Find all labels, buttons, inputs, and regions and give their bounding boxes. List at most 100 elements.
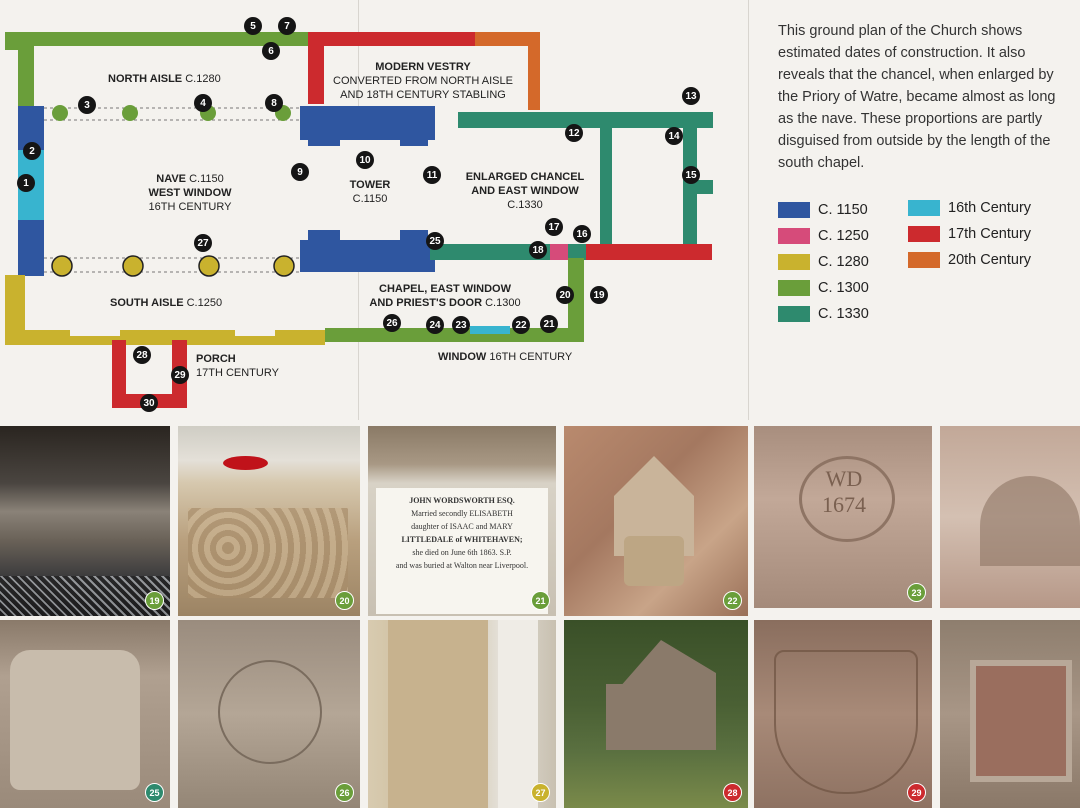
legend-swatch xyxy=(778,228,810,244)
label-chapel: CHAPEL, EAST WINDOW AND PRIEST'S DOOR C.… xyxy=(369,283,521,309)
plan-marker-12: 12 xyxy=(565,124,583,142)
legend-item: C. 1330 xyxy=(778,306,869,322)
plan-marker-19: 19 xyxy=(590,286,608,304)
plan-marker-14: 14 xyxy=(665,127,683,145)
plan-marker-6: 6 xyxy=(262,42,280,60)
pier xyxy=(52,105,68,121)
pier xyxy=(51,255,73,277)
pier xyxy=(198,255,220,277)
plan-marker-17: 17 xyxy=(545,218,563,236)
photo-number-badge: 23 xyxy=(907,583,926,602)
plan-marker-10: 10 xyxy=(356,151,374,169)
photo-number-badge: 29 xyxy=(907,783,926,802)
wall-south-aisle-west xyxy=(5,275,25,345)
plan-marker-11: 11 xyxy=(423,166,441,184)
date-legend: C. 1150 C. 1250 C. 1280 C. 1300 C. 1330 … xyxy=(778,198,1078,328)
chapel-window-16th xyxy=(470,326,510,334)
legend-swatch xyxy=(908,226,940,242)
plan-marker-16: 16 xyxy=(573,225,591,243)
photo-27: 27 xyxy=(368,620,556,808)
photo-number-badge: 28 xyxy=(723,783,742,802)
label-modern-vestry: MODERN VESTRY CONVERTED FROM NORTH AISLE… xyxy=(333,61,513,101)
photo-21: JOHN WORDSWORTH ESQ. Married secondly EL… xyxy=(368,426,556,616)
plan-marker-29: 29 xyxy=(171,366,189,384)
legend-item: C. 1150 xyxy=(778,202,868,218)
wall-porch xyxy=(112,340,126,408)
memorial-plaque: JOHN WORDSWORTH ESQ. Married secondly EL… xyxy=(376,488,548,614)
plan-marker-22: 22 xyxy=(512,316,530,334)
plan-marker-3: 3 xyxy=(78,96,96,114)
photo-25: 25 xyxy=(0,620,170,808)
legend-swatch xyxy=(908,200,940,216)
photo-19: 19 xyxy=(0,426,170,616)
pier xyxy=(122,255,144,277)
legend-swatch xyxy=(778,202,810,218)
label-enlarged-chancel: ENLARGED CHANCEL AND EAST WINDOW C.1330 xyxy=(465,171,585,211)
plan-marker-25: 25 xyxy=(426,232,444,250)
plan-marker-1: 1 xyxy=(17,174,35,192)
datestone-text: WD 1674 xyxy=(822,466,866,517)
photo-number-badge: 20 xyxy=(335,591,354,610)
plan-marker-2: 2 xyxy=(23,142,41,160)
photo-23: WD 1674 23 xyxy=(754,426,932,608)
legend-swatch xyxy=(908,252,940,268)
photo-number-badge: 22 xyxy=(723,591,742,610)
wall-chancel-north xyxy=(458,112,713,128)
plan-marker-9: 9 xyxy=(291,163,309,181)
legend-item: C. 1250 xyxy=(778,228,869,244)
pier xyxy=(122,105,138,121)
intro-paragraph: This ground plan of the Church shows est… xyxy=(778,23,1056,171)
photo-30 xyxy=(940,620,1080,808)
wall-chapel-east xyxy=(568,258,584,342)
legend-swatch xyxy=(778,280,810,296)
photo-number-badge: 26 xyxy=(335,783,354,802)
wall-north-aisle xyxy=(5,32,310,46)
legend-item: 17th Century xyxy=(908,226,1031,242)
plan-marker-20: 20 xyxy=(556,286,574,304)
label-porch: PORCH 17TH CENTURY xyxy=(196,353,279,379)
plan-marker-26: 26 xyxy=(383,314,401,332)
photo-24 xyxy=(940,426,1080,608)
plan-marker-13: 13 xyxy=(682,87,700,105)
legend-item: 20th Century xyxy=(908,252,1031,268)
plan-marker-4: 4 xyxy=(194,94,212,112)
plan-marker-27: 27 xyxy=(194,234,212,252)
plan-marker-8: 8 xyxy=(265,94,283,112)
wall-south-aisle xyxy=(5,330,325,345)
label-tower: TOWER C.1150 xyxy=(349,179,391,205)
photo-grid: 19 20 JOHN WORDSWORTH ESQ. Married secon… xyxy=(0,422,1080,808)
label-nave: NAVE C.1150 WEST WINDOW 16TH CENTURY xyxy=(148,173,232,213)
wall-north-aisle-west xyxy=(18,32,34,107)
photo-22: 22 xyxy=(564,426,748,616)
photo-number-badge: 19 xyxy=(145,591,164,610)
plan-marker-7: 7 xyxy=(278,17,296,35)
plan-marker-24: 24 xyxy=(426,316,444,334)
plan-marker-30: 30 xyxy=(140,394,158,412)
pier xyxy=(273,255,295,277)
wall-vestry-20th xyxy=(475,32,540,46)
ground-plan-drawing xyxy=(5,32,713,408)
plan-marker-23: 23 xyxy=(452,316,470,334)
plan-marker-28: 28 xyxy=(133,346,151,364)
legend-item: 16th Century xyxy=(908,200,1031,216)
fold-line xyxy=(748,0,749,420)
legend-item: C. 1280 xyxy=(778,254,869,270)
label-window: WINDOW 16TH CENTURY xyxy=(438,351,573,363)
photo-20: 20 xyxy=(178,426,360,616)
photo-number-badge: 21 xyxy=(531,591,550,610)
legend-swatch xyxy=(778,306,810,322)
photo-number-badge: 25 xyxy=(145,783,164,802)
plan-marker-18: 18 xyxy=(529,241,547,259)
wall-tower-north xyxy=(300,106,435,146)
plan-marker-5: 5 xyxy=(244,17,262,35)
photo-28: 28 xyxy=(564,620,748,808)
photo-26: 26 xyxy=(178,620,360,808)
wall-vestry-west xyxy=(308,32,324,104)
plan-marker-15: 15 xyxy=(682,166,700,184)
legend-swatch xyxy=(778,254,810,270)
legend-item: C. 1300 xyxy=(778,280,869,296)
label-south-aisle: SOUTH AISLE C.1250 xyxy=(110,297,223,309)
ground-plan: NORTH AISLE C.1280 MODERN VESTRY CONVERT… xyxy=(0,0,750,420)
label-north-aisle: NORTH AISLE C.1280 xyxy=(108,73,221,85)
